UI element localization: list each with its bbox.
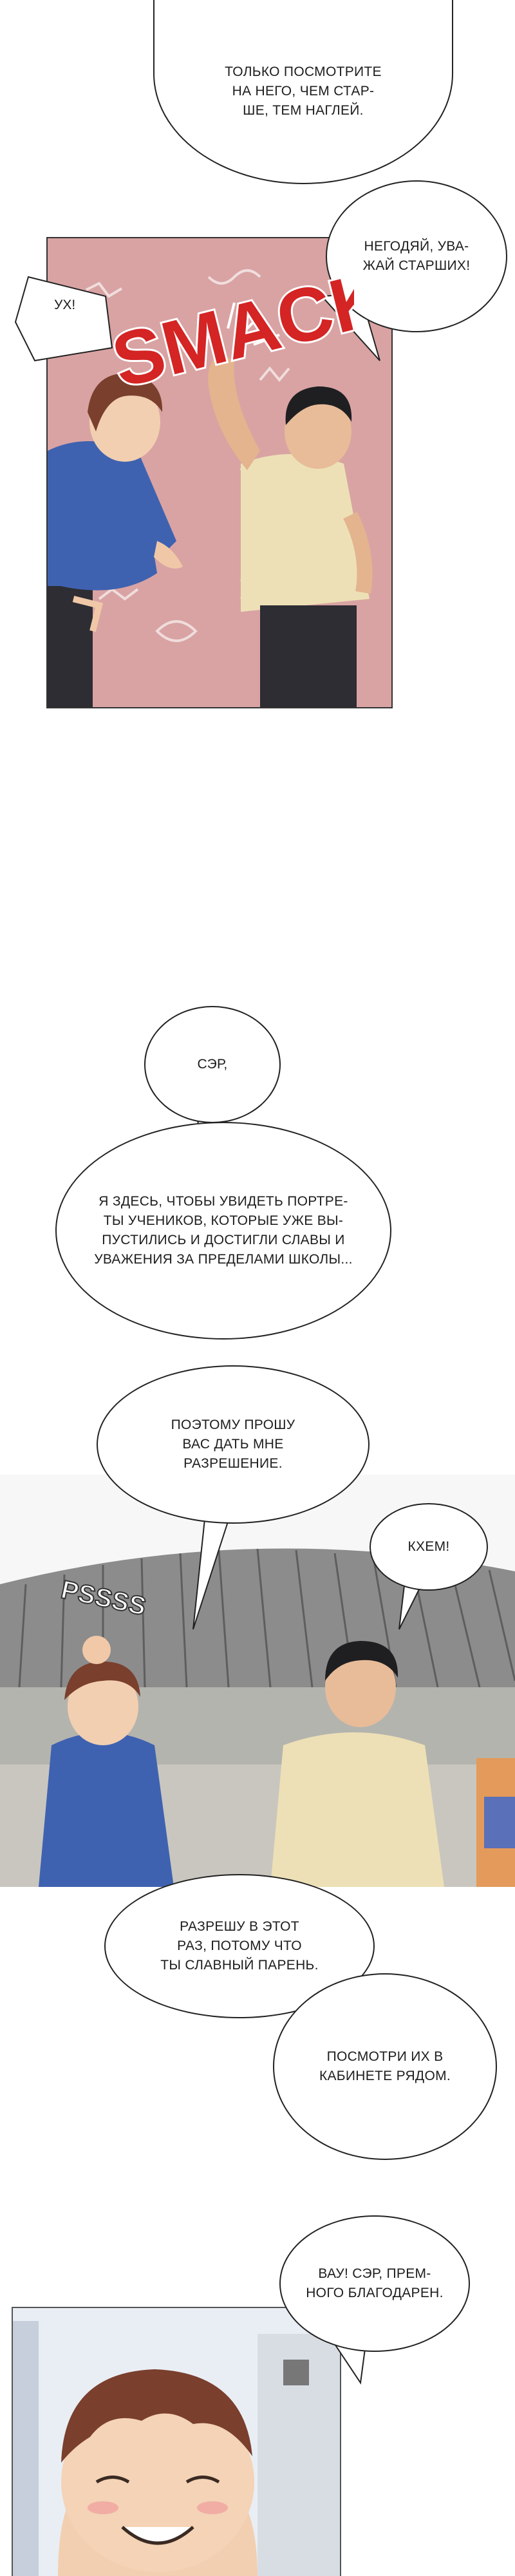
speech-bubble-6: Поэтому прошу вас дать мне разрешение. [97,1365,370,1524]
teacher-figure [270,1641,444,1887]
student-figure [39,1636,174,1887]
speech-bubble-5: Я здесь, чтобы увидеть портре- ты ученик… [55,1122,391,1340]
speech-text: Разрешу в этот раз, потому что ты славны… [160,1919,319,1973]
speech-text: Посмотри их в кабинете рядом. [319,2049,451,2083]
shout-text: Ух! [54,298,76,312]
speech-text: Только посмотрите на него, чем стар- ше,… [225,64,382,118]
sfx-smack-text: SMACK [104,254,354,386]
speech-bubble-1: Только посмотрите на него, чем стар- ше,… [153,0,453,184]
speech-text: Поэтому прошу вас дать мне разрешение. [171,1417,295,1471]
impact-lines-icon [227,302,280,346]
speech-bubble-2: Негодяй, ува- жай старших! [326,180,507,332]
shout-bubble [14,276,113,362]
speech-text: Кхем! [407,1539,450,1555]
teacher-figure [208,354,373,707]
speech-bubble-10: Вау! Сэр, прем- ного благодарен. [279,2215,470,2352]
panel-3-closeup [12,2307,341,2576]
panel-1-art [48,269,373,707]
sfx-psss-text: PSSSS [59,1575,149,1621]
speech-text: Сэр, [197,1057,228,1072]
panel-1-slap [46,237,393,708]
sfx-smack: SMACK [103,252,354,386]
speech-text: Вау! Сэр, прем- ного благодарен. [306,2266,444,2300]
speech-bubble-7: Кхем! [370,1503,488,1591]
speech-text: Негодяй, ува- жай старших! [362,239,471,273]
panel-3-art [13,2308,340,2576]
speech-bubble-9: Посмотри их в кабинете рядом. [273,1973,497,2160]
speech-bubble-4: Сэр, [144,1006,281,1123]
student-figure [48,373,183,707]
sfx-psss: PSSSS [58,1575,149,1622]
speech-text: Я здесь, чтобы увидеть портре- ты ученик… [94,1194,353,1267]
